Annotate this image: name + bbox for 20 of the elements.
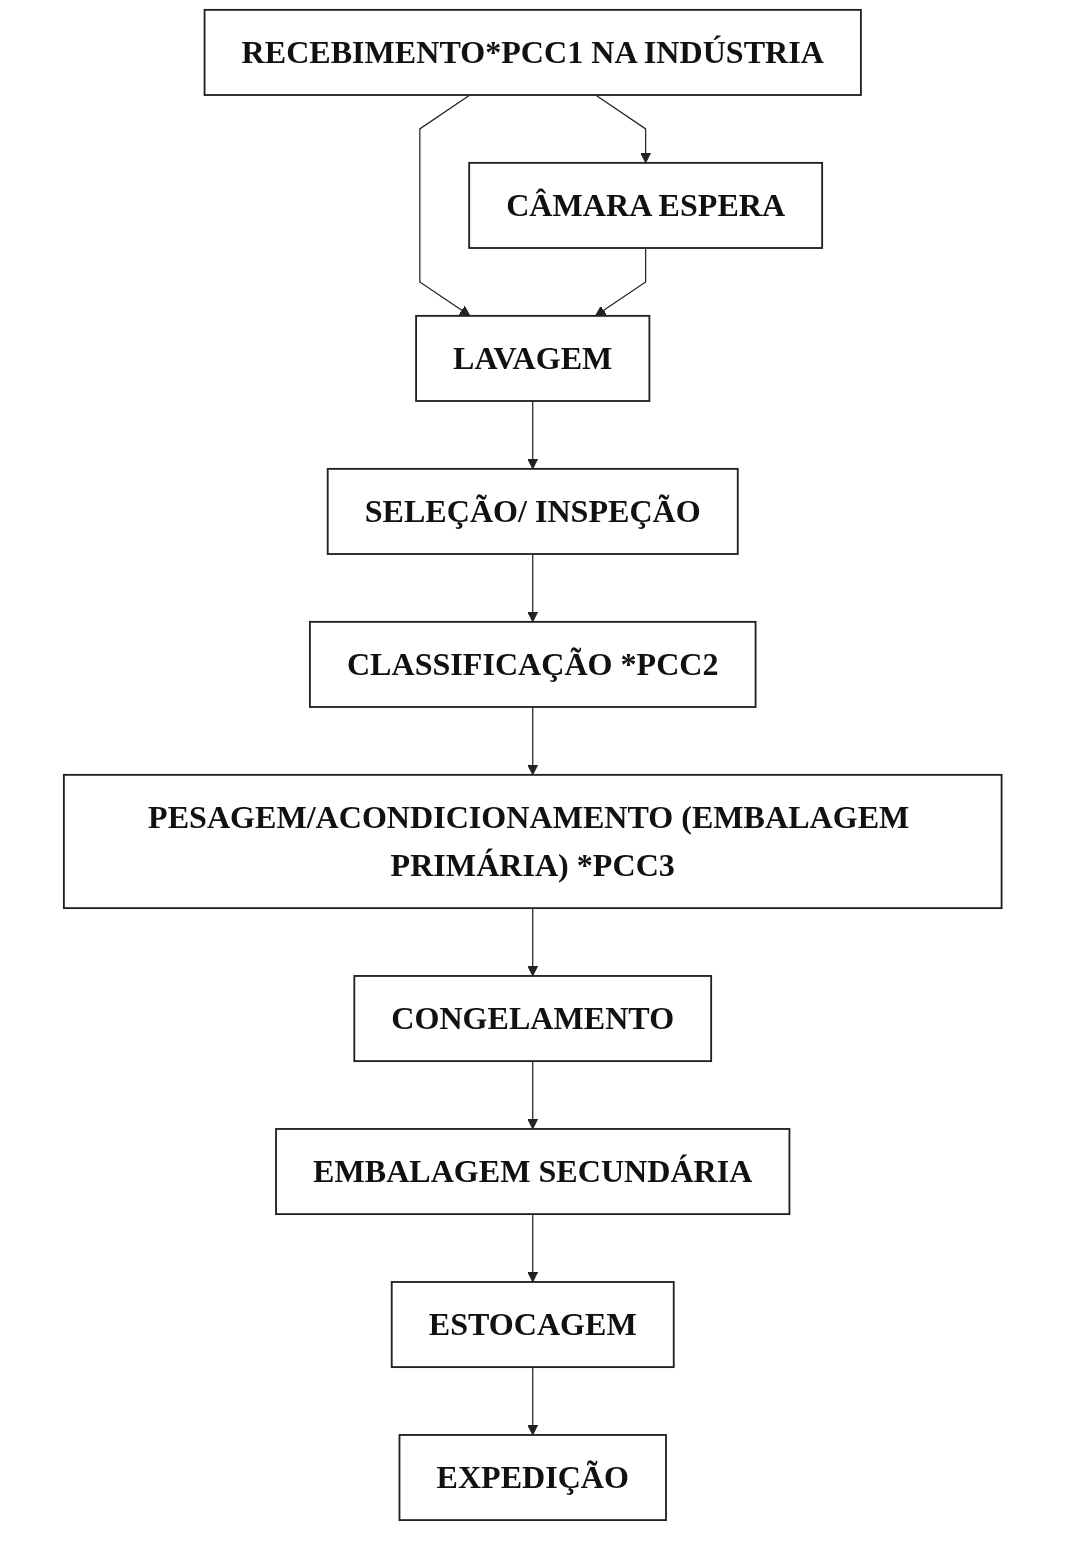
arrow [527,907,539,977]
arrow [527,553,539,623]
node-box: SELEÇÃO/ INSPEÇÃO [327,467,739,555]
arrow [527,400,539,470]
node-box: RECEBIMENTO*PCC1 NA INDÚSTRIA [203,8,863,96]
arrow [527,706,539,776]
node-box: PESAGEM/ACONDICIONAMENTO (EMBALAGEM PRIMÁRIA) *PCC3 [63,773,1003,910]
node-box: CÂMARA ESPERA [468,161,824,249]
arrow [419,94,471,317]
arrow [595,94,652,164]
arrow [527,1060,539,1130]
arrow [595,247,647,317]
node-box: LAVAGEM [415,314,651,402]
arrow [527,1213,539,1283]
node-box: CONGELAMENTO [353,975,713,1063]
node-box: CLASSIFICAÇÃO *PCC2 [309,620,757,708]
arrow [527,1366,539,1436]
node-box: EXPEDIÇÃO [398,1434,668,1522]
node-box: EMBALAGEM SECUNDÁRIA [275,1128,791,1216]
node-box: ESTOCAGEM [391,1281,675,1369]
